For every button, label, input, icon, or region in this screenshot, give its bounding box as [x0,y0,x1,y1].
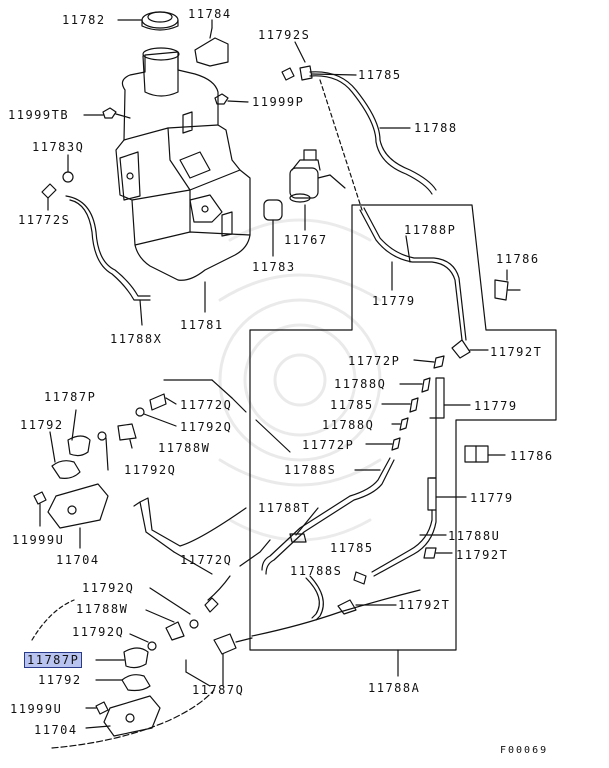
diagram-code: F00069 [500,745,549,756]
clip-11786b [464,445,489,463]
assembly-frame [249,204,557,651]
nozzle-lower [85,647,161,737]
label-11792s: 11792S [258,28,311,42]
watermark [218,218,382,542]
label-11788s-low: 11788S [290,564,343,578]
label-11999u-bottom: 11999U [10,702,63,716]
label-11792t-top: 11792T [490,345,543,359]
label-11787p-top: 11787P [44,390,97,404]
label-11787q: 11787Q [192,683,245,697]
clip-11786a [494,279,509,301]
label-11785-upper: 11785 [358,68,402,82]
label-11788q-mid: 11788Q [322,418,375,432]
label-11772s: 11772S [18,213,71,227]
label-11792t-low: 11792T [398,598,451,612]
label-11767: 11767 [284,233,328,247]
label-11784: 11784 [188,7,232,21]
label-11788s-top: 11788S [284,463,337,477]
label-11772q-top: 11772Q [180,398,233,412]
label-11792-bottom: 11792 [38,673,82,687]
label-11772p-top: 11772P [348,354,401,368]
label-11788u: 11788U [448,529,501,543]
washer-tank [115,47,251,281]
label-11792q-low: 11792Q [82,581,135,595]
label-11788t: 11788T [258,501,311,515]
label-11783q: 11783Q [32,140,85,154]
hose-11788x [65,195,151,297]
label-11785-low: 11785 [330,541,374,555]
label-11999tb: 11999TB [8,108,70,122]
label-11704-top: 11704 [56,553,100,567]
tank-cap [141,11,179,31]
label-11779-low: 11779 [470,491,514,505]
label-11999p: 11999P [252,95,305,109]
bracket-11784 [194,27,229,67]
label-11782: 11782 [62,13,106,27]
label-11788p: 11788P [404,223,457,237]
label-11772q-low: 11772Q [180,553,233,567]
label-11788w-low: 11788W [76,602,129,616]
label-11788x: 11788X [110,332,163,346]
hose-11788 [309,71,437,191]
label-11781: 11781 [180,318,224,332]
label-11788: 11788 [414,121,458,135]
label-11792q-bottom: 11792Q [72,625,125,639]
label-11704-bottom: 11704 [34,723,78,737]
label-11772p-mid: 11772P [302,438,355,452]
label-11792q-top: 11792Q [180,420,233,434]
label-11786-mid: 11786 [510,449,554,463]
label-11788q-top: 11788Q [334,377,387,391]
nozzle-upper [33,409,109,549]
label-11788a: 11788A [368,681,421,695]
label-11779-top: 11779 [372,294,416,308]
label-11785-mid: 11785 [330,398,374,412]
label-11792q-mid: 11792Q [124,463,177,477]
pump-11767 [289,149,331,203]
label-11787p-highlighted[interactable]: 11787P [24,652,83,668]
label-11779-mid: 11779 [474,399,518,413]
label-11999u-top: 11999U [12,533,65,547]
hose-11788p [359,209,463,341]
label-11786-top: 11786 [496,252,540,266]
label-11788w-top: 11788W [158,441,211,455]
label-11792t-mid: 11792T [456,548,509,562]
label-11792-top: 11792 [20,418,64,432]
label-11783: 11783 [252,260,296,274]
